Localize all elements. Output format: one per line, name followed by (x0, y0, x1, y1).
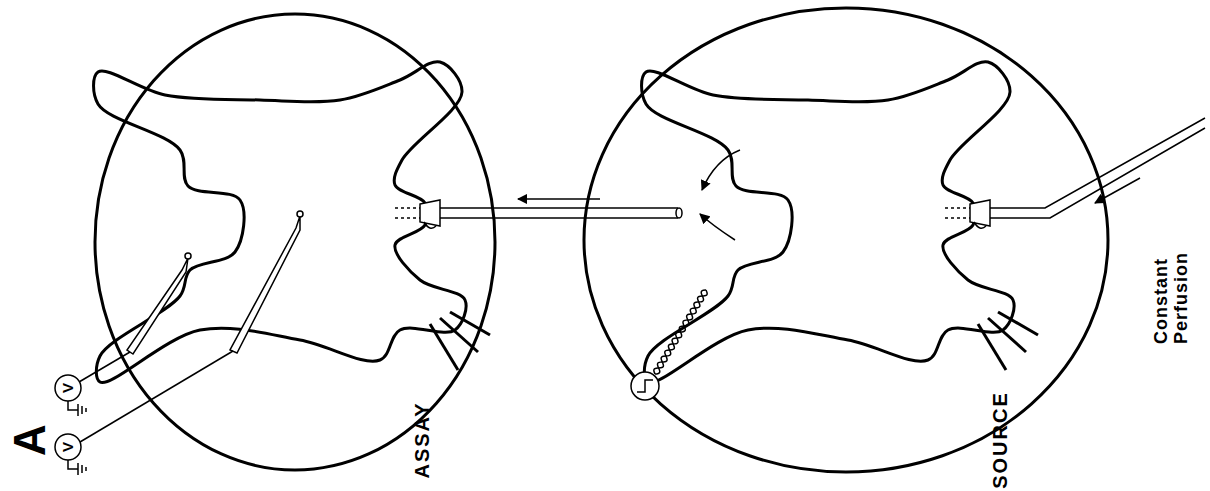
cord-label: SOURCE (989, 391, 1011, 489)
assay-cord-outline (95, 14, 495, 470)
ventral-root (430, 324, 458, 370)
assay-cannula (395, 200, 682, 228)
cord-label: ASSAY (411, 401, 433, 478)
grey-matter-outline (642, 62, 1015, 383)
voltmeter-letter: V (60, 383, 77, 393)
flow-arrow (518, 198, 600, 200)
voltmeter-symbol (55, 375, 86, 475)
twisted-wire (654, 290, 707, 374)
grey-matter-outline (94, 62, 467, 383)
diffusion-arrow (702, 150, 740, 190)
voltmeter-letter: V (60, 442, 77, 452)
perfusion-arrow (1095, 178, 1140, 203)
source-cord-outline (584, 8, 1108, 472)
source-cannula (945, 118, 1205, 228)
ventral-root (998, 312, 1038, 335)
stimulator-symbol (631, 372, 659, 400)
stimulating-electrode (654, 290, 707, 374)
panel-letter: A (6, 424, 54, 456)
diffusion-arrow (700, 214, 735, 240)
grey-matter (94, 62, 1038, 383)
ventral-root (978, 324, 1006, 370)
perfusion-label: Constant Perfusion (1152, 248, 1192, 344)
recording-electrode (79, 211, 303, 442)
ventral-root (450, 312, 490, 335)
